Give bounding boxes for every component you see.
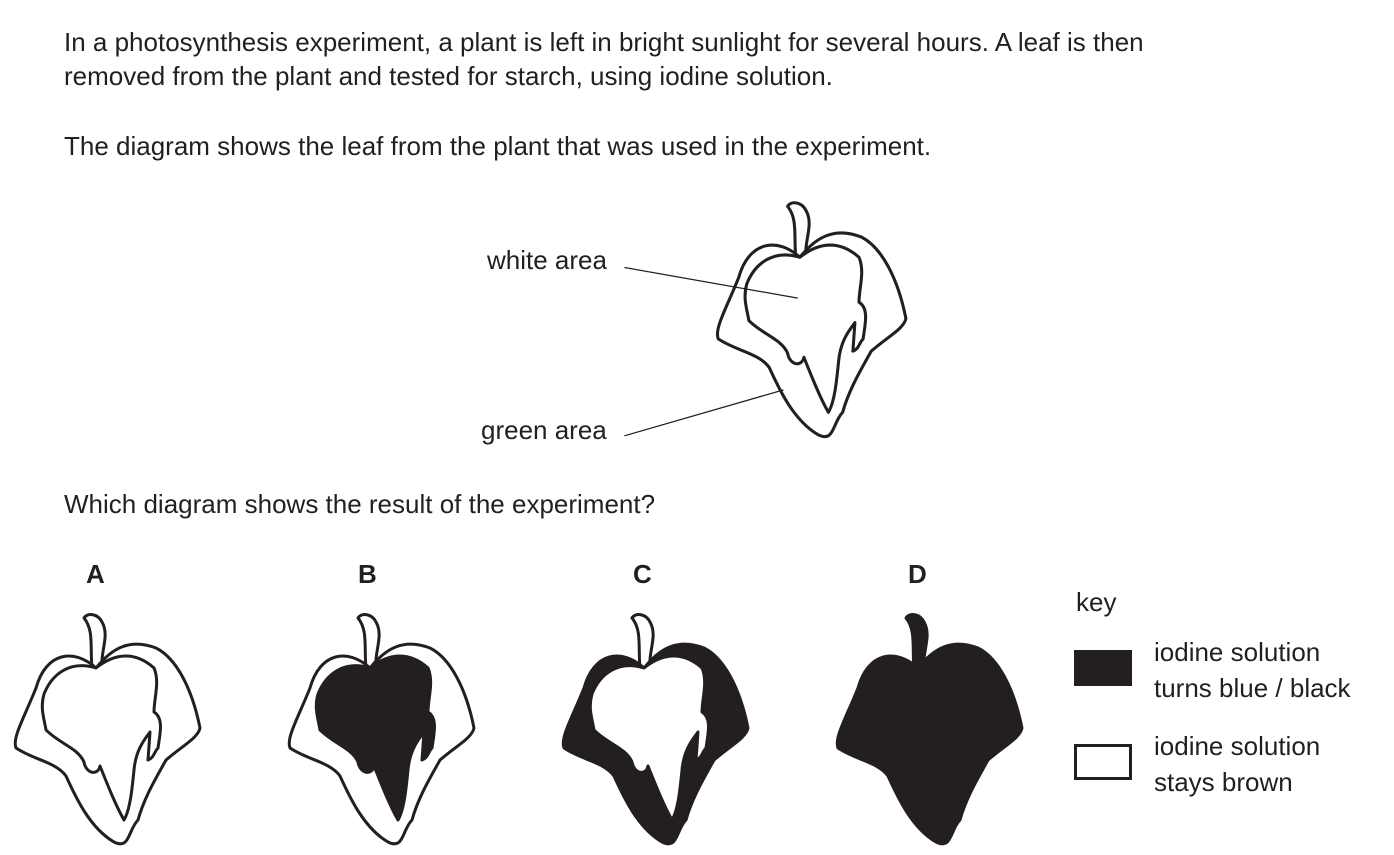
- leaf-stem: [904, 613, 929, 669]
- question-text: Which diagram shows the result of the ex…: [64, 489, 656, 519]
- option-letter-b: B: [358, 559, 377, 589]
- leaf-stem: [82, 613, 107, 669]
- option-d-leaf[interactable]: [826, 608, 1026, 848]
- leaf-stem: [630, 613, 655, 669]
- leaf-inner-region: [588, 654, 710, 822]
- white-area-leader-line: [624, 266, 798, 299]
- key-light-line-2: stays brown: [1154, 767, 1293, 797]
- option-letter-d: D: [908, 559, 927, 589]
- option-a-leaf[interactable]: [4, 608, 204, 848]
- leaf-inner-area: [743, 243, 868, 414]
- green-area-leader-line: [624, 389, 784, 437]
- option-letter-c: C: [633, 559, 652, 589]
- key-light-swatch: [1074, 744, 1132, 780]
- leaf-inner-region: [40, 654, 162, 822]
- key-dark-swatch: [1074, 650, 1132, 686]
- leaf-stem: [786, 201, 811, 258]
- intro-line-3: The diagram shows the leaf from the plan…: [64, 131, 932, 161]
- key-dark-line-2: turns blue / black: [1154, 673, 1351, 703]
- intro-line-1: In a photosynthesis experiment, a plant …: [64, 27, 1144, 57]
- option-c-leaf[interactable]: [552, 608, 752, 848]
- key-dark-line-1: iodine solution: [1154, 637, 1321, 667]
- key-light-line-1: iodine solution: [1154, 731, 1321, 761]
- leaf-inner-region: [314, 654, 436, 822]
- leaf-outer-region: [835, 642, 1024, 846]
- key-title: key: [1076, 587, 1117, 617]
- green-area-label: green area: [481, 415, 607, 445]
- white-area-label: white area: [487, 245, 607, 275]
- intro-line-2: removed from the plant and tested for st…: [64, 61, 833, 91]
- leaf-stem: [356, 613, 381, 669]
- option-b-leaf[interactable]: [278, 608, 478, 848]
- main-leaf-diagram: [624, 201, 908, 439]
- option-letter-a: A: [86, 559, 105, 589]
